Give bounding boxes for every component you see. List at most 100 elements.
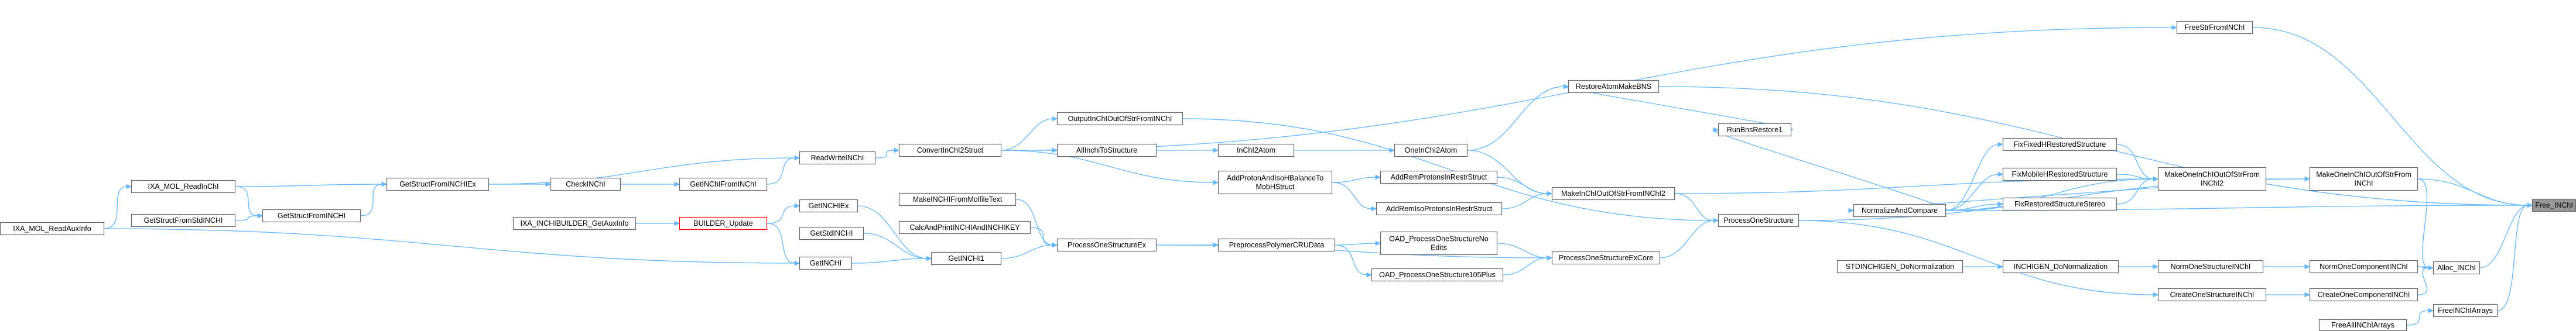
node-oad-105plus[interactable]: OAD_ProcessOneStructure105Plus bbox=[1371, 268, 1504, 282]
node-process-one-structure-ex[interactable]: ProcessOneStructureEx bbox=[1056, 238, 1157, 252]
node-ixa-inchibuilder-get-aux-info[interactable]: IXA_INCHIBUILDER_GetAuxInfo bbox=[512, 216, 637, 230]
edge-add-proton-and-isohbalance-to-add-rem-iso-protons-in-restr-struct bbox=[1332, 182, 1373, 209]
arrowhead-one-inchi2-atom bbox=[1389, 147, 1395, 153]
edge-get-inchi1-to-process-one-structure-ex bbox=[1001, 244, 1053, 259]
node-get-struct-from-std-inchi[interactable]: GetStructFromStdINCHI bbox=[131, 213, 236, 227]
node-all-inchi-to-structure[interactable]: AllInchiToStructure bbox=[1056, 143, 1157, 157]
node-get-inchi1[interactable]: GetINCHI1 bbox=[930, 251, 1002, 266]
edge-free-inchi-arrays-to-free-inchi bbox=[2497, 205, 2529, 311]
node-ixa-mol-read-aux-info[interactable]: IXA_MOL_ReadAuxInfo bbox=[0, 222, 105, 236]
node-label-inchigen-do-normalization: INCHIGEN_DoNormalization bbox=[2014, 263, 2108, 271]
arrowhead-get-inchi-ex bbox=[794, 203, 800, 209]
node-ixa-mol-read-inchi[interactable]: IXA_MOL_ReadInChI bbox=[131, 180, 236, 194]
edge-ixa-mol-read-inchi-to-get-struct-from-inchi-ex bbox=[235, 184, 383, 187]
node-calc-and-print-inchi-and-inchikey[interactable]: CalcAndPrintINCHIAndINCHIKEY bbox=[898, 220, 1031, 235]
node-add-rem-protons-in-restr-struct[interactable]: AddRemProtonsInRestrStruct bbox=[1380, 170, 1498, 184]
node-box-get-struct-from-inchi-ex bbox=[386, 177, 490, 191]
edge-get-struct-from-inchi-to-get-struct-from-inchi-ex bbox=[360, 184, 383, 216]
node-read-write-inchi[interactable]: ReadWriteINChI bbox=[799, 151, 876, 165]
arrowhead-free-inchi bbox=[2527, 202, 2533, 208]
node-box-fix-mobileh-restored bbox=[2002, 167, 2117, 181]
node-run-bns-restore1[interactable]: RunBnsRestore1 bbox=[1718, 123, 1792, 137]
node-free-inchi-arrays[interactable]: FreeINChIArrays bbox=[2433, 304, 2498, 318]
arrowhead-make-one-inchi-out-of-str-from-inchi2 bbox=[2153, 176, 2159, 182]
node-preprocess-polymer-cru-data[interactable]: PreprocessPolymerCRUData bbox=[1217, 238, 1336, 252]
node-builder-update[interactable]: BUILDER_Update bbox=[679, 216, 768, 230]
node-add-rem-iso-protons-in-restr-struct[interactable]: AddRemIsoProtonsInRestrStruct bbox=[1376, 202, 1503, 216]
node-box-get-inchi-ex bbox=[799, 199, 858, 213]
node-get-struct-from-inchi-ex[interactable]: GetStructFromINCHIEx bbox=[386, 177, 490, 191]
node-inchigen-do-normalization[interactable]: INCHIGEN_DoNormalization bbox=[2002, 260, 2119, 274]
node-box-inchigen-do-normalization bbox=[2002, 260, 2119, 274]
node-label-add-proton-and-isohbalance-line2: MobHStruct bbox=[1256, 183, 1295, 191]
edge-run-bns-restore1-to-restore-atom-make-bns bbox=[1562, 86, 1794, 130]
node-check-inchi[interactable]: CheckINChI bbox=[550, 177, 621, 191]
arrowhead-oad-no-edits bbox=[1375, 240, 1381, 246]
node-label-stdinchigen-do-normalization: STDINCHIGEN_DoNormalization bbox=[1846, 263, 1955, 271]
edge-make-inchi-out-of-str-from-inchi2-to-process-one-structure bbox=[1674, 193, 1715, 221]
node-get-inchi-ex[interactable]: GetINCHIEx bbox=[799, 199, 858, 213]
node-free-inchi[interactable]: Free_INChI bbox=[2531, 198, 2576, 212]
node-box-process-one-structure bbox=[1718, 213, 1800, 227]
node-box-ixa-inchibuilder-get-aux-info bbox=[512, 216, 637, 230]
edge-make-inchi-out-of-str-from-inchi2-to-make-one-inchi-out-of-str-from-inchi2 bbox=[1674, 178, 2154, 194]
node-label-norm-one-structure-inchi: NormOneStructureINChI bbox=[2171, 263, 2251, 271]
node-inchi2-atom[interactable]: InChI2Atom bbox=[1217, 143, 1295, 157]
node-label-oad-no-edits-line2: Edits bbox=[1431, 244, 1447, 252]
node-get-inchi-from-inchi[interactable]: GetINChIFromINChI bbox=[679, 177, 768, 191]
node-alloc-inchi[interactable]: Alloc_INChI bbox=[2433, 261, 2481, 275]
node-box-make-one-inchi-out-of-str-from-inchi2 bbox=[2157, 167, 2267, 191]
node-label-free-inchi: Free_INChI bbox=[2535, 201, 2573, 209]
node-box-check-inchi bbox=[550, 177, 621, 191]
node-make-inchi-from-molfile-text[interactable]: MakeINCHIFromMolfileText bbox=[898, 192, 1017, 206]
node-label-preprocess-polymer-cru-data: PreprocessPolymerCRUData bbox=[1229, 241, 1325, 249]
node-one-inchi2-atom[interactable]: OneInChI2Atom bbox=[1394, 143, 1468, 157]
node-norm-one-structure-inchi[interactable]: NormOneStructureINChI bbox=[2157, 260, 2264, 274]
node-free-str-from-inchi[interactable]: FreeStrFromINChI bbox=[2176, 20, 2253, 35]
node-make-inchi-out-of-str-from-inchi2[interactable]: MakeInChIOutOfStrFromINChI2 bbox=[1551, 187, 1675, 201]
edge-normalize-and-compare-to-make-one-inchi-out-of-str-from-inchi2 bbox=[1945, 178, 2154, 211]
node-get-std-inchi[interactable]: GetStdINCHI bbox=[799, 226, 864, 240]
node-create-one-component-inchi[interactable]: CreateOneComponentINChI bbox=[2309, 288, 2418, 302]
node-norm-one-component-inchi[interactable]: NormOneComponentINChI bbox=[2309, 260, 2418, 274]
node-box-free-str-from-inchi bbox=[2176, 20, 2253, 35]
node-output-inchi-out-of-str-from-inchi[interactable]: OutputInChIOutOfStrFromINChI bbox=[1056, 112, 1183, 126]
node-convert-inchi-to-struct[interactable]: ConvertInChI2Struct bbox=[898, 143, 1002, 157]
node-get-struct-from-inchi[interactable]: GetStructFromINCHI bbox=[262, 209, 361, 223]
node-get-inchi[interactable]: GetINCHI bbox=[799, 256, 853, 270]
edge-make-one-inchi-out-of-str-from-inchi-to-free-inchi bbox=[2417, 178, 2529, 206]
edge-convert-inchi-to-struct-to-output-inchi-out-of-str-from-inchi bbox=[1001, 118, 1053, 151]
edge-add-rem-protons-in-restr-struct-to-make-inchi-out-of-str-from-inchi2 bbox=[1497, 177, 1548, 194]
node-normalize-and-compare[interactable]: NormalizeAndCompare bbox=[1853, 204, 1946, 218]
edge-one-inchi2-atom-to-restore-atom-make-bns bbox=[1467, 86, 1565, 151]
node-stdinchigen-do-normalization[interactable]: STDINCHIGEN_DoNormalization bbox=[1836, 260, 1963, 274]
node-process-one-structure-ex-core[interactable]: ProcessOneStructureExCore bbox=[1551, 251, 1661, 265]
arrowhead-fix-mobileh-restored bbox=[1997, 171, 2004, 177]
node-label-get-struct-from-inchi: GetStructFromINCHI bbox=[278, 212, 345, 220]
node-label-make-one-inchi-out-of-str-from-inchi2-line2: INChI2 bbox=[2201, 180, 2223, 188]
node-box-free-inchi-arrays bbox=[2433, 304, 2498, 318]
node-box-add-rem-iso-protons-in-restr-struct bbox=[1376, 202, 1503, 216]
node-box-calc-and-print-inchi-and-inchikey bbox=[898, 220, 1031, 235]
node-free-all-inchi-arrays[interactable]: FreeAllINChIArrays bbox=[2318, 319, 2407, 331]
node-fix-restored-stereo[interactable]: FixRestoredStructureStereo bbox=[2002, 197, 2117, 211]
node-label-get-inchi-from-inchi: GetINChIFromINChI bbox=[690, 180, 756, 188]
arrowhead-inchi2-atom bbox=[1213, 147, 1219, 153]
edge-create-one-component-inchi-to-alloc-inchi bbox=[2417, 267, 2430, 295]
arrowhead-process-one-structure bbox=[1713, 218, 1719, 223]
edge-free-str-from-inchi-to-free-inchi bbox=[2252, 27, 2529, 206]
edge-get-inchi-ex-to-get-inchi1 bbox=[857, 205, 928, 259]
node-fix-mobileh-restored[interactable]: FixMobileHRestoredStructure bbox=[2002, 167, 2117, 181]
node-fix-fixedh-restored[interactable]: FixFixedHRestoredStructure bbox=[2002, 137, 2117, 151]
node-restore-atom-make-bns[interactable]: RestoreAtomMakeBNS bbox=[1568, 80, 1660, 94]
node-box-norm-one-component-inchi bbox=[2309, 260, 2418, 274]
node-process-one-structure[interactable]: ProcessOneStructure bbox=[1718, 213, 1800, 227]
node-create-one-structure-inchi[interactable]: CreateOneStructureINChI bbox=[2157, 288, 2267, 302]
node-box-oad-no-edits bbox=[1380, 231, 1498, 256]
node-box-alloc-inchi bbox=[2433, 261, 2481, 275]
node-label-check-inchi: CheckINChI bbox=[566, 180, 605, 188]
